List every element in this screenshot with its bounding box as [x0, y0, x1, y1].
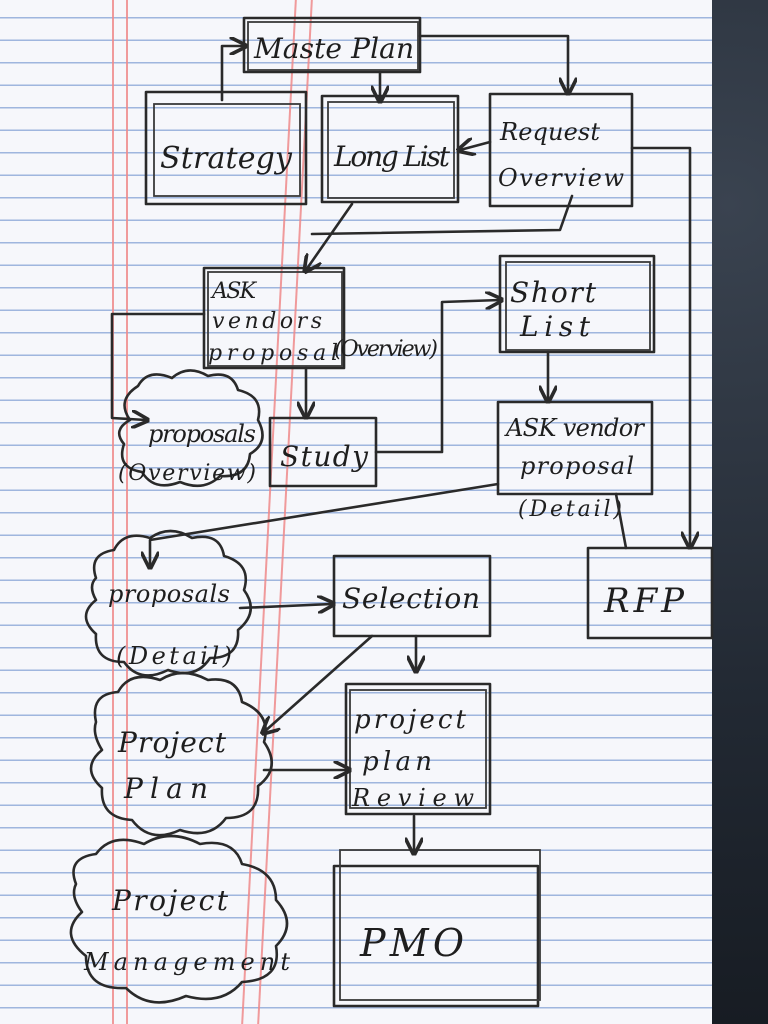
label-short: Short [510, 276, 597, 309]
arrow-request-ask [310, 194, 574, 236]
arrow-request-longlist [460, 142, 492, 150]
label-management: Management [83, 948, 290, 976]
label-master-plan: Maste Plan [253, 32, 414, 65]
node-rfp: RFP [586, 546, 714, 640]
label-proposals-2: proposals [108, 580, 230, 608]
label-ask-vendor: ASK vendor [504, 414, 646, 442]
label-plan-1: Plan [123, 772, 208, 805]
cloud-project-plan: Project Plan [89, 671, 273, 837]
label-project-3: Project [111, 884, 229, 917]
connectors [110, 34, 690, 852]
cloud-project-management: Project Management [69, 834, 290, 1004]
label-project-2: project [354, 705, 467, 735]
node-master-plan: Maste Plan [242, 16, 422, 74]
label-list: List [519, 310, 591, 343]
node-long-list: Long List [320, 94, 460, 204]
label-plan-2: plan [362, 747, 432, 777]
arrow-proposalsdetail-selection [238, 604, 332, 608]
label-selection: Selection [342, 582, 480, 615]
label-request: Request [499, 118, 600, 146]
arrow-ask-proposals [110, 312, 206, 420]
arrow-strategy-master [220, 46, 244, 102]
arrow-request-rfp [630, 146, 690, 546]
node-ask-vendors-proposal: ASK vendors proposal [202, 266, 346, 370]
arrow-selection-projectplan [264, 634, 374, 732]
notebook-paper [0, 0, 712, 1024]
margin-line-right [126, 0, 128, 1024]
node-study: Study [268, 416, 378, 488]
node-short-list: Short List [498, 254, 656, 354]
arrow-study-shortlist [374, 300, 500, 454]
label-strategy: Strategy [160, 141, 293, 176]
arrow-master-request [418, 34, 568, 92]
label-ask: ASK [210, 279, 258, 304]
label-proposals-1: proposals [148, 420, 256, 448]
node-selection: Selection [332, 554, 492, 638]
label-proposal: proposal [208, 341, 338, 366]
arrow-longlist-ask [306, 202, 354, 270]
label-project-1: Project [117, 726, 227, 759]
cloud-proposals-overview: proposals (Overview) [117, 369, 264, 488]
cloud-proposals-detail: proposals (Detail) [84, 529, 252, 677]
node-ask-vendor-proposal-detail: ASK vendor proposal (Detail) [496, 400, 654, 522]
margin-line-left [112, 0, 114, 1024]
label-detail: (Detail) [518, 497, 622, 522]
node-request-overview: Request Overview [488, 92, 634, 208]
node-pmo: PMO [332, 849, 541, 1008]
label-vendors: vendors [212, 309, 322, 334]
label-overview-note: (Overview) [334, 337, 438, 362]
label-detail-2: (Detail) [116, 642, 232, 670]
label-proposal-2: proposal [520, 452, 634, 480]
arrow-askdetail-rfp [614, 492, 628, 550]
arrow-askdetail-proposalsdetail [150, 482, 500, 566]
label-rfp: RFP [603, 581, 685, 621]
label-study: Study [280, 440, 369, 473]
label-overview: Overview [498, 164, 624, 192]
node-project-plan-review: project plan Review [344, 682, 492, 816]
label-pmo: PMO [359, 921, 464, 965]
leather-background [712, 0, 768, 1024]
label-overview-2: (Overview) [118, 461, 256, 486]
node-strategy: Strategy [144, 90, 308, 206]
label-long-list: Long List [333, 140, 451, 173]
